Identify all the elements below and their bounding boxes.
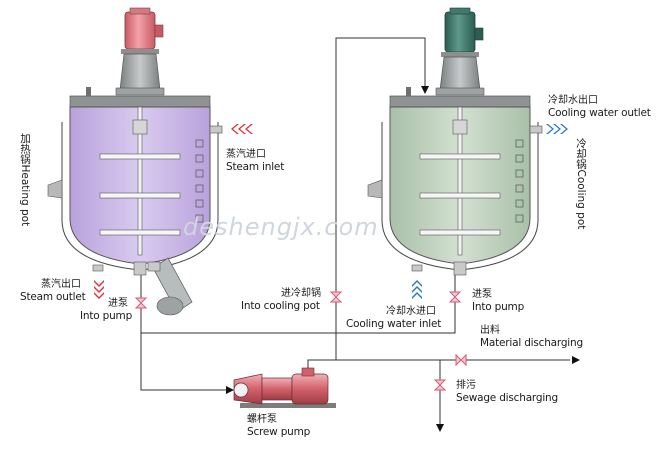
water-outlet-cn: 冷却水出口 [548,95,598,106]
water-outlet-en: Cooling water outlet [548,107,651,119]
water-inlet-arrows [412,280,422,299]
watermark: deshengjx.com [183,213,379,241]
heating-leg [47,179,63,199]
cooling-motor [444,11,476,53]
cooling-lid-fitting [406,87,411,96]
steam-outlet-arrows [94,280,104,299]
heating-shaft-coupling [132,119,148,135]
water-outlet-arrows [546,124,568,134]
heating-bottom-port [133,261,147,276]
cooling-bottom-port [453,261,467,276]
valves [134,291,467,391]
heating-motor [124,11,156,50]
heating-steam-inlet-port [209,125,223,134]
screw-pump-en: Screw pump [247,426,311,438]
pump-barrel [261,377,293,401]
screw-pump-label: 螺杆泵 Screw pump [247,414,310,438]
cooling-gearbox [439,56,481,91]
cooling-pot-title: 冷却锅Cooling pot [574,138,589,229]
arrow-material-out [572,356,580,364]
cooling-paddles [419,153,501,236]
cooling-into-pump-label: 进泵 Into pump [472,289,524,313]
heating-motor-cap [129,7,151,15]
cooling-motor-cap [449,7,471,15]
pipe-into-cooling-pot [335,37,426,360]
screw-pump-cn: 螺杆泵 [247,414,277,425]
cooling-pot-title-cn: 冷却锅 [575,138,587,170]
heating-pot [47,7,223,316]
cooling-pot [367,7,543,276]
sewage-discharge-cn: 排污 [456,380,476,391]
heating-shaft [137,106,143,256]
heating-lid [69,95,211,108]
steam-outlet-cn: 蒸汽出口 [41,279,81,290]
heating-lid-fitting [86,87,91,96]
heating-gearbox [119,53,161,91]
pump-base [240,403,336,408]
cooling-water-inlet-port [411,264,423,272]
pipe-pump-out [307,359,570,378]
cooling-lid [389,95,531,108]
heating-paddles [99,153,181,236]
water-inlet-cn: 冷却水进口 [386,306,436,317]
pump-outlet-stub [301,367,315,377]
steam-inlet-arrows [231,124,253,134]
material-discharge-label: 出料 Material discharging [480,325,583,349]
valve-sewage [433,379,447,391]
heating-side-pump [147,257,193,316]
valve-into-pump-heating [134,297,148,309]
heating-into-pump-en: Into pump [80,310,133,322]
cooling-coils [515,139,524,223]
into-cooling-pot-cn: 进冷却锅 [281,288,321,299]
sewage-discharge-label: 排污 Sewage discharging [456,380,558,404]
material-discharge-cn: 出料 [480,325,500,336]
valve-material-discharge [455,353,467,367]
heating-into-pump-cn: 进泵 [108,298,128,309]
valve-into-pump-cooling [448,291,462,303]
pipe-heating-to-pump [140,275,232,391]
cooling-leg [367,179,383,199]
arrow-into-cooling-pot [421,86,429,94]
pump-inlet-flange [233,382,249,398]
heating-coils [195,139,204,223]
water-inlet-label: 冷却水进口 Cooling water inlet [346,306,441,330]
cooling-motor-flange [441,52,479,57]
cooling-gearbox-base [435,87,485,96]
into-cooling-pot-en: Into cooling pot [241,300,320,312]
pump-motor [291,373,329,405]
steam-inlet-en: Steam inlet [226,161,285,173]
steam-inlet-label: 蒸汽进口 Steam inlet [226,149,284,173]
material-discharge-en: Material discharging [480,337,583,349]
steam-outlet-en: Steam outlet [20,291,86,303]
cooling-shaft [457,106,463,256]
heating-steam-outlet-port [92,264,104,272]
screw-pump [233,367,336,408]
heating-motor-flange [121,49,159,54]
heating-into-pump-label: 进泵 Into pump [80,298,132,322]
cooling-water-outlet-port [529,125,543,134]
steam-inlet-cn: 蒸汽进口 [226,149,266,160]
water-inlet-en: Cooling water inlet [346,318,442,330]
arrow-sewage-out [436,424,444,432]
cooling-motor-fan [474,27,484,41]
water-outlet-label: 冷却水出口 Cooling water outlet [548,95,651,119]
heating-pot-title-cn: 加热锅 [19,133,31,165]
sewage-discharge-en: Sewage discharging [456,392,558,404]
heating-motor-fan [154,24,164,38]
heating-pot-title-en: Heating pot [19,164,31,227]
cooling-into-pump-en: Into pump [472,301,525,313]
heating-gearbox-base [115,87,165,96]
valve-into-cooling-pot [329,291,343,303]
into-cooling-pot-label: 进冷却锅 Into cooling pot [241,288,321,312]
arrow-into-pump [226,386,234,394]
cooling-pot-title-en: Cooling pot [575,169,587,230]
cooling-into-pump-cn: 进泵 [472,289,492,300]
steam-outlet-label: 蒸汽出口 Steam outlet [20,279,86,303]
heating-pot-title: 加热锅Heating pot [18,133,33,226]
cooling-shaft-coupling [452,119,468,135]
